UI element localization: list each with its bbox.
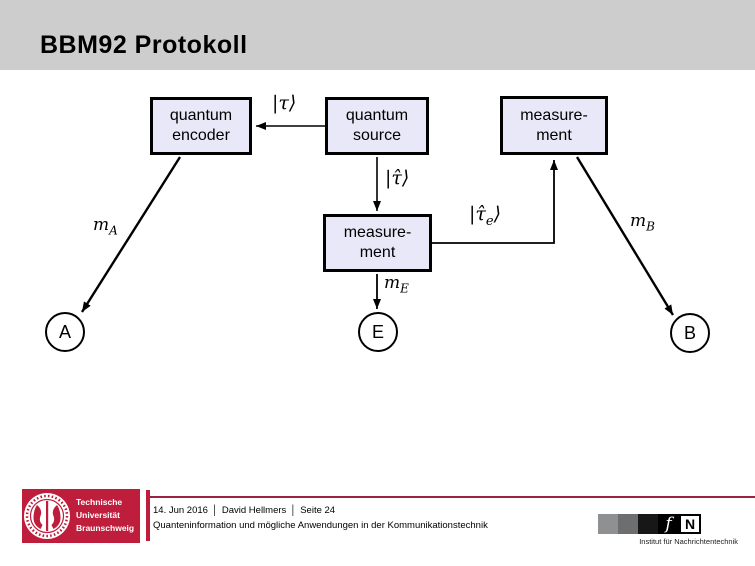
ifn-f-glyph: f bbox=[658, 514, 679, 534]
quantum-source-line1: quantum bbox=[345, 107, 409, 124]
ifn-square-light-icon bbox=[598, 514, 618, 534]
label-m-b: mB bbox=[630, 211, 655, 233]
footer-date: 14. Jun 2016 bbox=[153, 505, 208, 516]
ifn-caption: Institut für Nachrichtentechnik bbox=[639, 537, 738, 546]
arrow-measurement-to-bob bbox=[575, 156, 675, 316]
tu-logo-text: Technische Universität Braunschweig bbox=[76, 496, 134, 535]
m-a-sub: A bbox=[109, 223, 118, 238]
tu-braunschweig-logo: Technische Universität Braunschweig bbox=[22, 489, 140, 543]
measurement-bob-line2: ment bbox=[536, 126, 572, 144]
m-e-base: m bbox=[384, 273, 401, 293]
measurement-box-bob: measure- ment bbox=[500, 96, 608, 155]
node-eve: E bbox=[358, 312, 398, 352]
m-b-base: m bbox=[630, 211, 647, 231]
quantum-source-line2: source bbox=[352, 127, 402, 144]
m-b-sub: B bbox=[646, 219, 655, 234]
footer-author: David Hellmers bbox=[221, 505, 287, 516]
ifn-logo: f N bbox=[598, 514, 701, 534]
ifn-square-medium-icon bbox=[618, 514, 638, 534]
tu-logo-line2: Universität bbox=[76, 510, 120, 520]
footer-separator: │ bbox=[290, 505, 297, 516]
measurement-bob-line1: measure- bbox=[520, 106, 588, 124]
label-m-e: mE bbox=[384, 273, 409, 295]
title-band: BBM92 Protokoll bbox=[0, 0, 755, 70]
ifn-square-black-icon bbox=[638, 514, 658, 534]
tu-seal-icon bbox=[24, 493, 70, 539]
footer-subtitle: Quanteninformation und mögliche Anwendun… bbox=[153, 520, 488, 531]
footer-page-number: Seite 24 bbox=[300, 505, 336, 516]
footer-red-divider bbox=[146, 490, 150, 541]
node-bob: B bbox=[670, 313, 710, 353]
ket-tau-hat-e-post: ⟩ bbox=[493, 203, 502, 225]
ifn-n-glyph: N bbox=[679, 514, 701, 534]
label-ket-tau: |τ⟩ bbox=[272, 92, 297, 114]
measurement-eve-line2: ment bbox=[359, 244, 396, 261]
ket-tau-hat-e-pre: |τ̂ bbox=[469, 203, 486, 225]
arrow-measurement-to-measurement bbox=[432, 160, 558, 244]
node-alice: A bbox=[45, 312, 85, 352]
ket-tau-hat-e-sub: e bbox=[485, 213, 494, 229]
measurement-eve-line1: measure- bbox=[343, 224, 412, 241]
tu-logo-line3: Braunschweig bbox=[76, 523, 135, 533]
measurement-box-eve: measure- ment bbox=[323, 214, 432, 272]
page-title: BBM92 Protokoll bbox=[40, 31, 248, 59]
arrow-encoder-to-alice bbox=[80, 156, 182, 313]
tu-logo-line1: Technische bbox=[76, 497, 123, 507]
footer-horizontal-rule bbox=[150, 496, 755, 498]
footer-separator: │ bbox=[211, 505, 218, 516]
label-ket-tau-hat: |τ̂⟩ bbox=[385, 167, 410, 189]
label-m-a: mA bbox=[93, 215, 118, 237]
label-ket-tau-hat-e: |τ̂e⟩ bbox=[469, 203, 501, 229]
quantum-encoder-line1: quantum bbox=[169, 107, 233, 124]
m-a-base: m bbox=[93, 215, 110, 235]
m-e-sub: E bbox=[400, 281, 409, 296]
quantum-source-box: quantum source bbox=[325, 97, 429, 155]
footer-meta: 14. Jun 2016│David Hellmers│Seite 24 bbox=[153, 505, 335, 516]
quantum-encoder-box: quantum encoder bbox=[150, 97, 252, 155]
quantum-encoder-line2: encoder bbox=[172, 127, 230, 144]
